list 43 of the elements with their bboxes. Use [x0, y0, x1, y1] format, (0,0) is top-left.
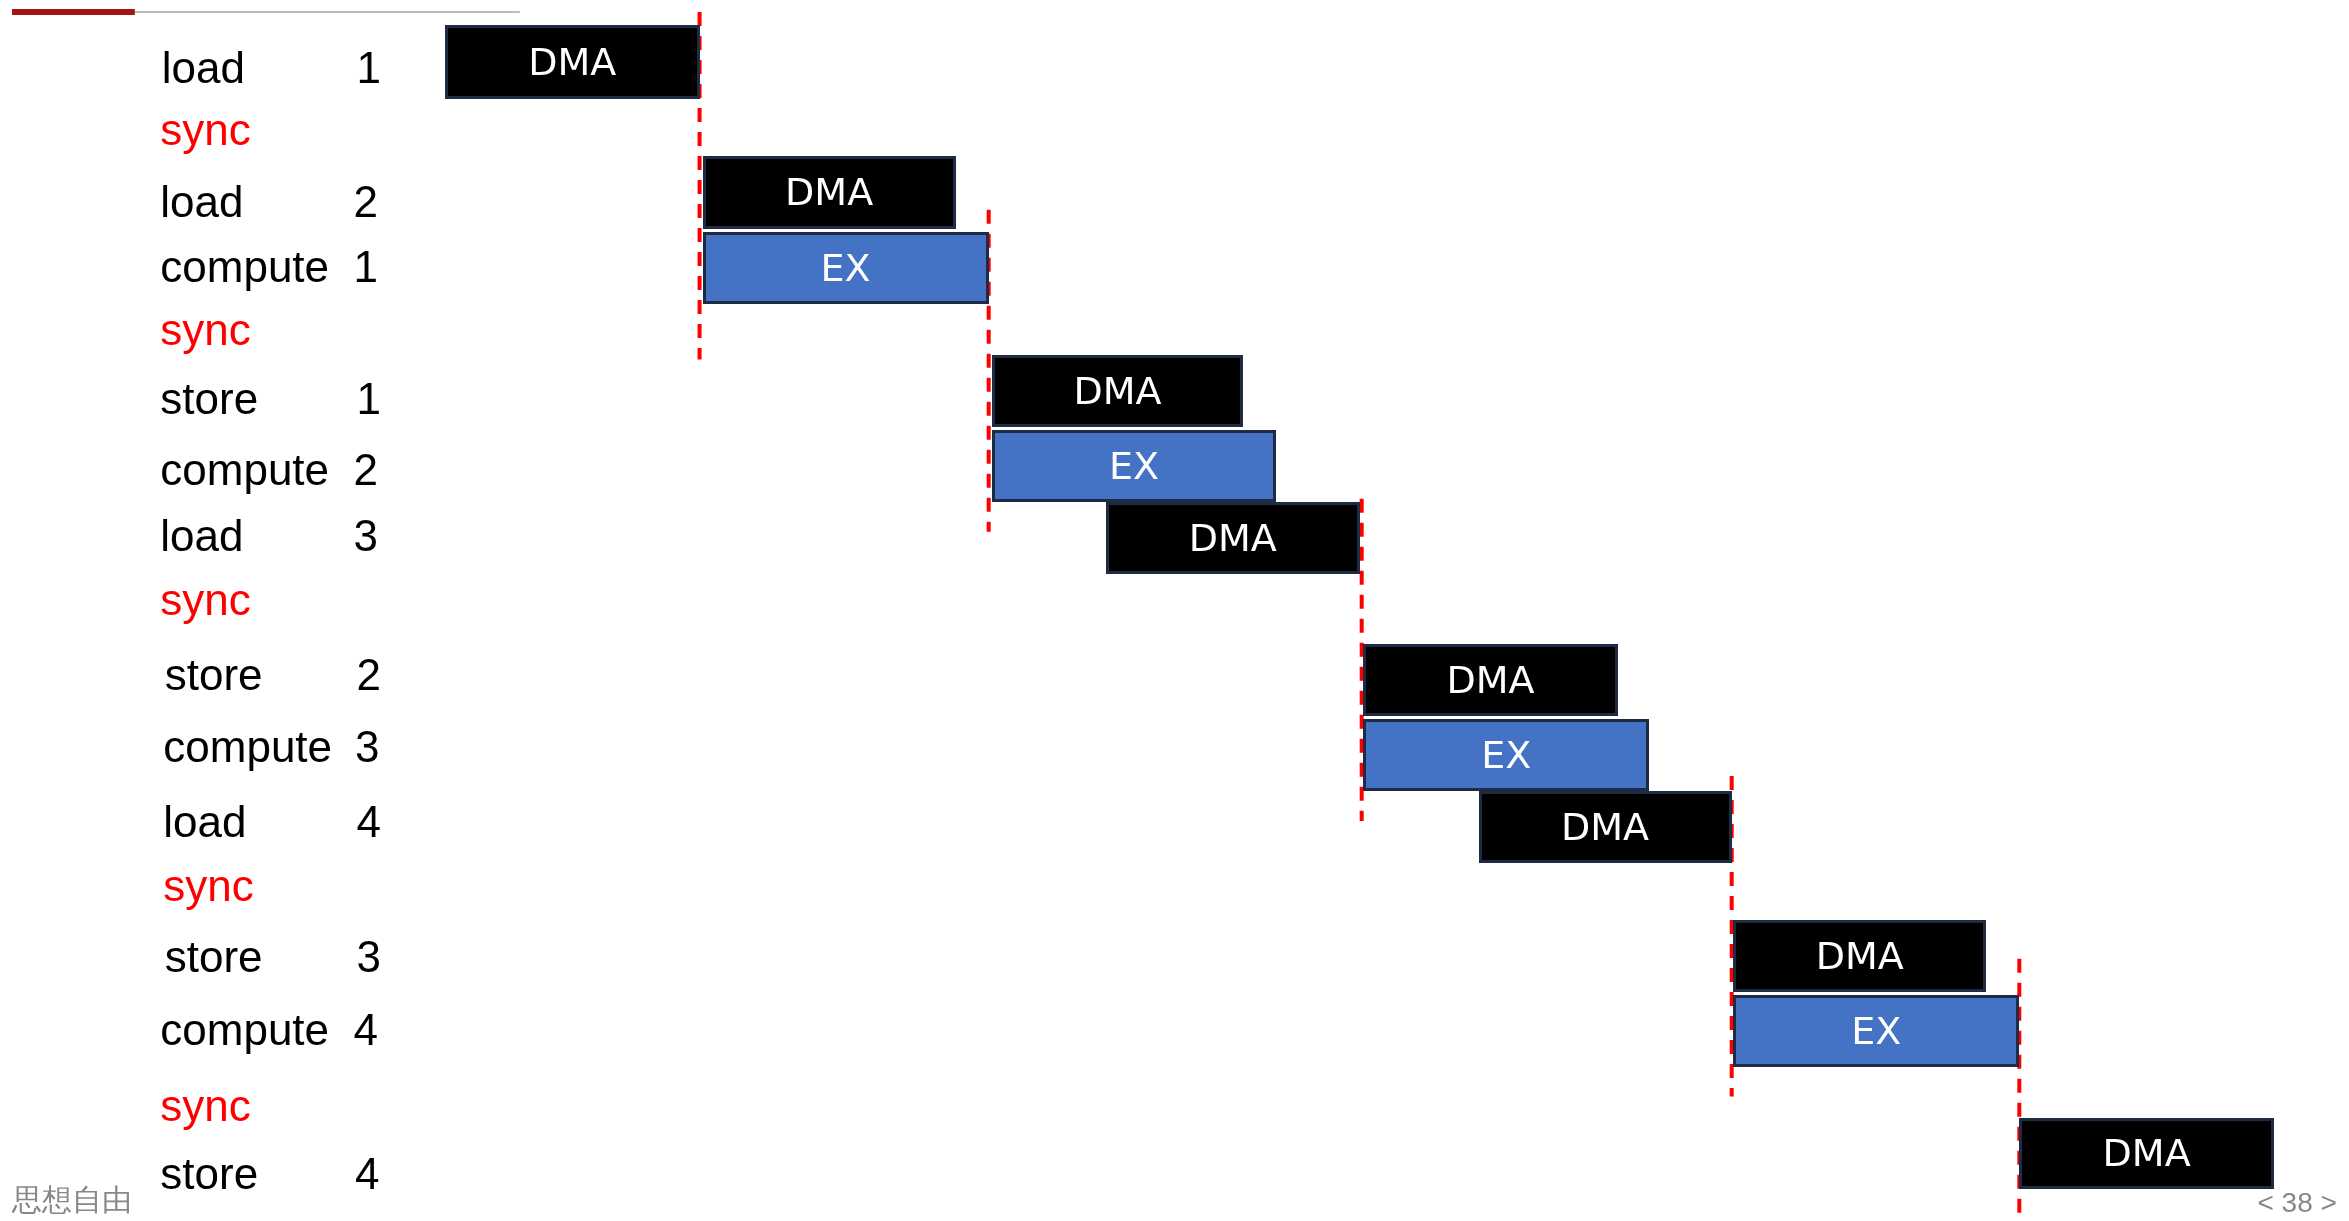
sync-label: sync [160, 1084, 251, 1129]
index-number: 4 [356, 799, 381, 844]
index-number: 2 [353, 447, 378, 492]
dma-bar: DMA [991, 355, 1244, 427]
sync-label: sync [160, 578, 251, 622]
index-number: 1 [356, 46, 381, 91]
footer-text: 思想自由 [11, 1184, 132, 1215]
ex-bar: EX [702, 232, 989, 305]
dma-bar: DMA [702, 155, 956, 230]
dma-bar: DMA [1105, 501, 1361, 574]
index-number: 4 [355, 1151, 380, 1196]
ex-bar: EX [1733, 994, 2020, 1067]
operation-label: load [160, 513, 244, 558]
operation-label: load [163, 799, 247, 844]
operation-label: store [160, 1151, 259, 1196]
index-number: 2 [356, 652, 381, 697]
dma-bar: DMA [2019, 1117, 2274, 1190]
index-number: 3 [355, 724, 380, 769]
operation-label: load [160, 179, 244, 224]
operation-label: store [164, 934, 263, 979]
dma-bar: DMA [1478, 790, 1732, 863]
operation-label: compute [160, 245, 330, 290]
ex-bar: EX [1363, 719, 1650, 791]
operation-label: compute [160, 447, 330, 492]
operation-label: load [161, 46, 245, 91]
operation-label: store [160, 377, 259, 422]
index-number: 1 [356, 377, 381, 422]
operation-label: store [164, 652, 263, 697]
page-number: < 38 > [2257, 1189, 2337, 1217]
index-number: 4 [353, 1007, 378, 1052]
index-number: 3 [356, 934, 381, 979]
ex-bar: EX [991, 429, 1277, 502]
dma-bar: DMA [444, 25, 700, 99]
dma-bar: DMA [1363, 644, 1618, 716]
index-number: 1 [353, 245, 378, 290]
sync-label: sync [160, 308, 251, 353]
index-number: 2 [353, 179, 378, 224]
operation-label: compute [160, 1007, 330, 1052]
sync-label: sync [160, 107, 251, 152]
dma-bar: DMA [1733, 919, 1987, 992]
operation-label: compute [163, 724, 333, 769]
sync-label: sync [163, 864, 254, 909]
index-number: 3 [353, 513, 378, 558]
